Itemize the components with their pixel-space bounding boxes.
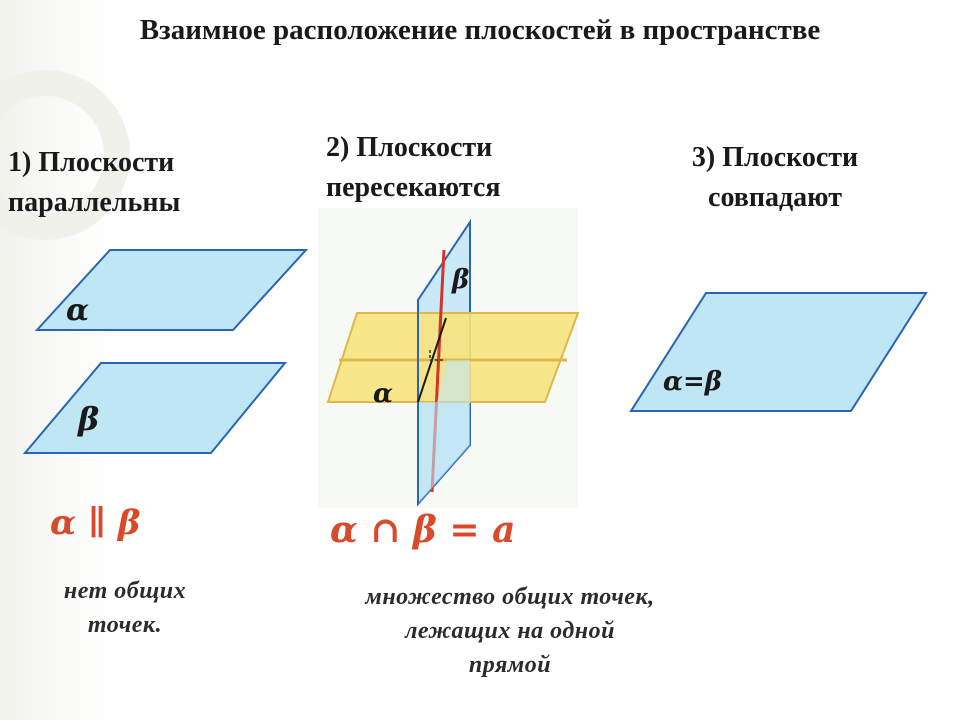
case-3-figure: α=β — [629, 292, 928, 412]
case-1-heading-line1: 1) Плоскости — [8, 147, 175, 178]
plane-alpha-parallel — [34, 249, 309, 331]
case-2-caption-line2: лежащих на одной — [405, 618, 615, 644]
plane-coincident-label: α=β — [663, 367, 722, 397]
plane-alpha-horizontal — [326, 312, 580, 403]
case-1-caption-line2: точек. — [87, 612, 163, 638]
case-1-caption: нет общих точек. — [20, 574, 230, 642]
case-1-heading-line2: параллельны — [8, 187, 181, 218]
case-2-heading-line1: 2) Плоскости — [326, 132, 493, 163]
plane-beta-parallel — [22, 362, 288, 454]
case-1-figure: α β α ∥ β — [22, 249, 309, 543]
right-angle-marker — [429, 350, 445, 361]
plane-beta-front — [418, 360, 470, 504]
plane-coincident — [629, 292, 928, 412]
case-1-heading: 1) Плоскости параллельны — [8, 143, 248, 223]
case-2-caption-line3: прямой — [468, 652, 552, 678]
case-3-heading-line1: 3) Плоскости — [691, 142, 859, 173]
case-2-caption-line1: множество общих точек, — [365, 584, 655, 610]
case-2-figure: β α α ∩ β = a — [318, 208, 580, 551]
plane-alpha-horizontal-label: α — [373, 379, 393, 409]
case-2-caption: множество общих точек, лежащих на одной … — [300, 580, 720, 682]
case-3-heading-line2: совпадают — [708, 182, 842, 213]
page-title: Взаимное расположение плоскостей в прост… — [139, 14, 821, 46]
case-2-heading-line2: пересекаются — [326, 172, 501, 203]
intersection-relation: α ∩ β = a — [330, 509, 515, 551]
plane-beta-label: β — [77, 400, 99, 438]
plane-beta-vertical-label: β — [451, 265, 469, 295]
case-1-caption-line1: нет общих — [63, 578, 187, 604]
case-2-heading: 2) Плоскости пересекаются — [326, 128, 586, 208]
case-3-heading: 3) Плоскости совпадают — [640, 138, 910, 218]
plane-alpha-label: α — [66, 293, 89, 328]
parallel-relation: α ∥ β — [50, 503, 140, 543]
